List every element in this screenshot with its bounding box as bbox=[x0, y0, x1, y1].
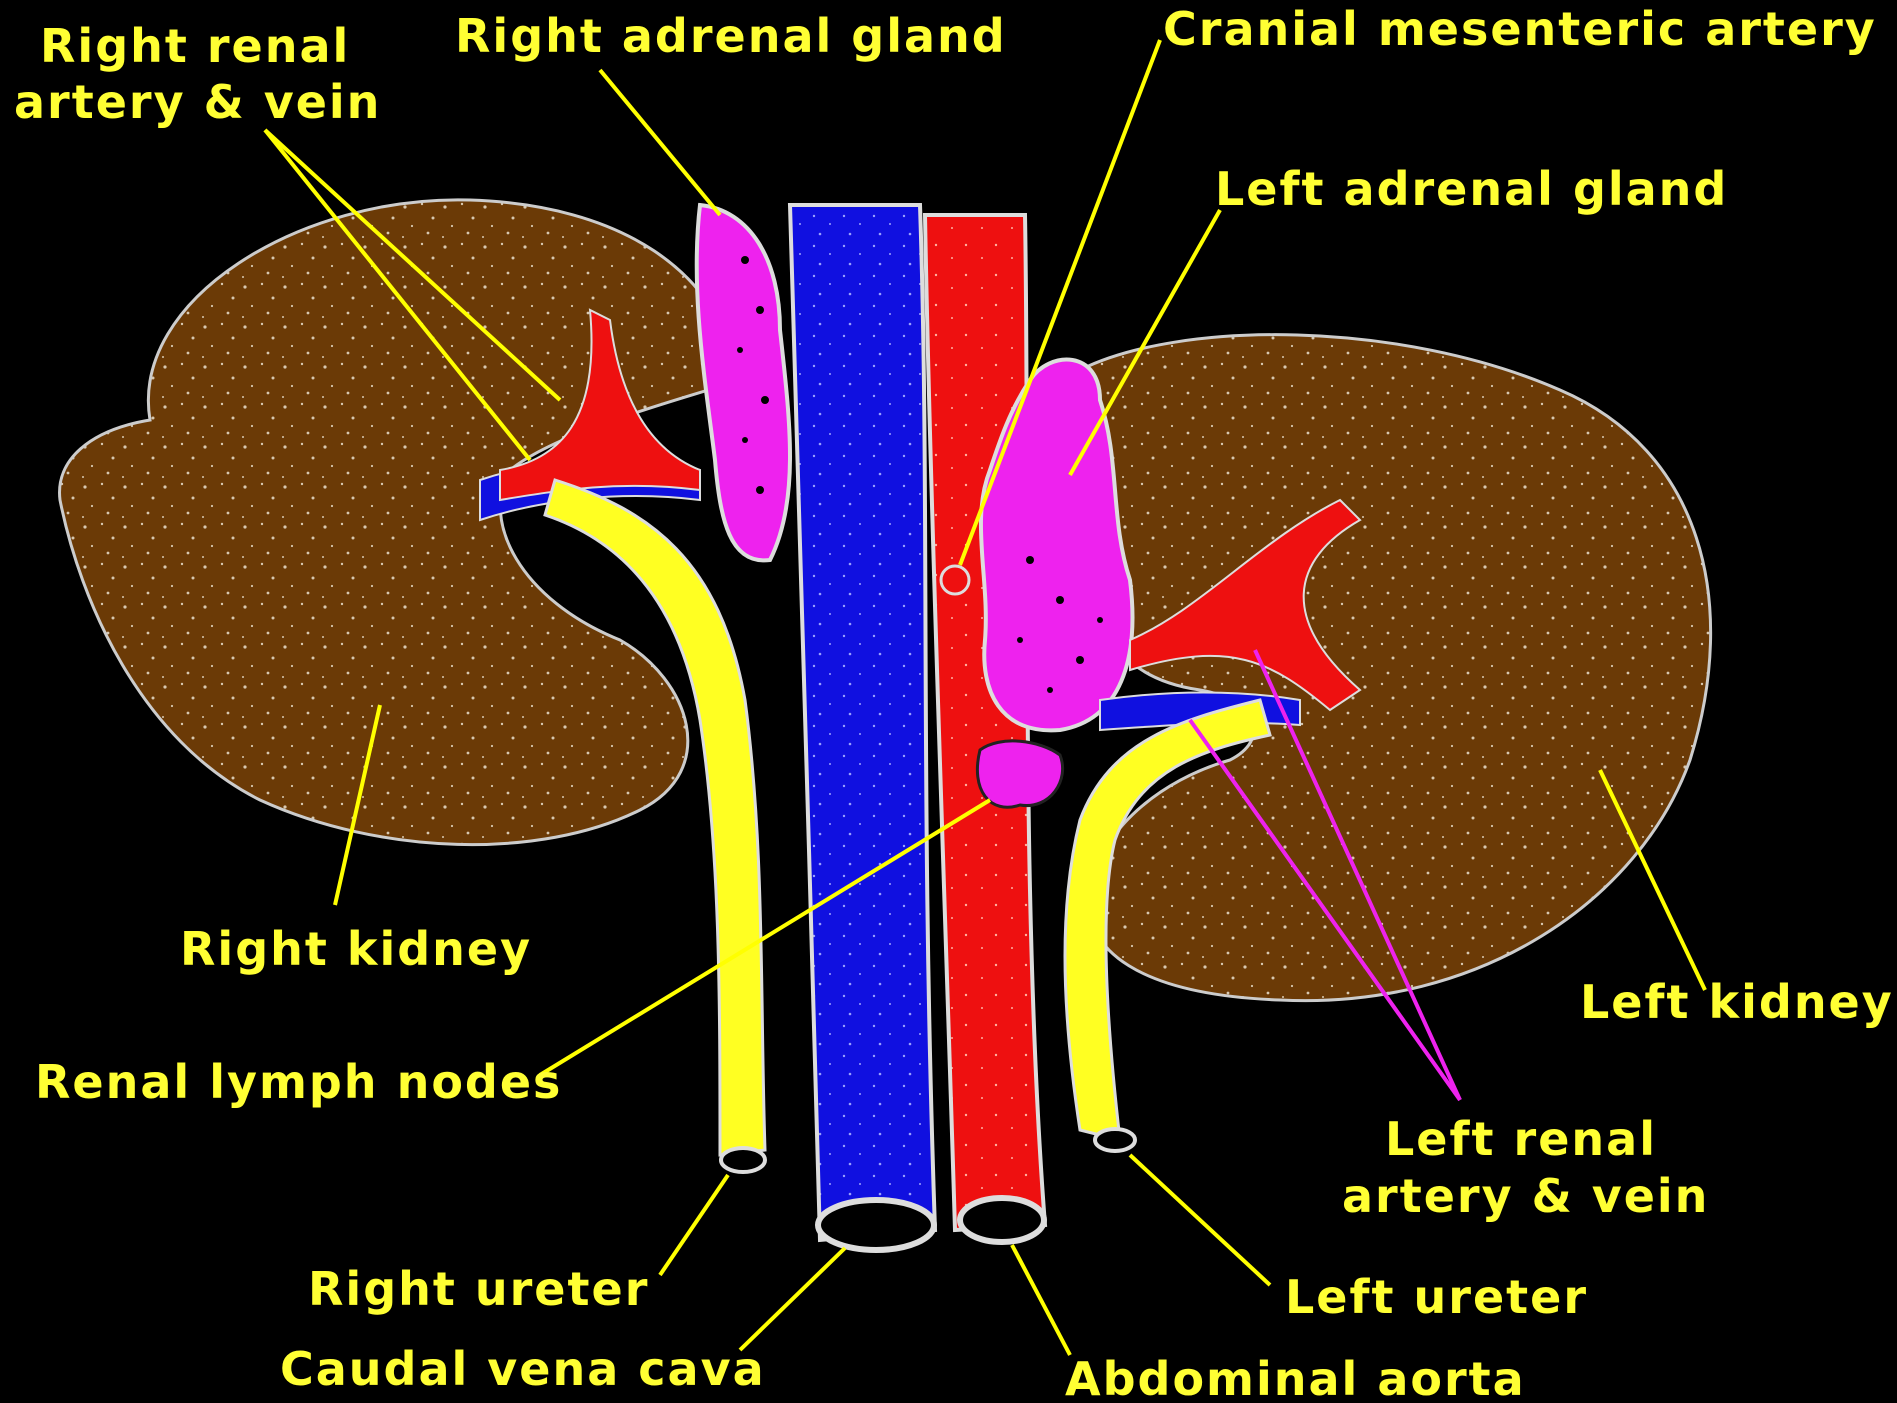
label-right-kidney: Right kidney bbox=[180, 922, 532, 976]
left-ureter-lumen bbox=[1095, 1129, 1135, 1151]
label-left-renal-av-line2: artery & vein bbox=[1342, 1169, 1709, 1223]
right-ureter-lumen bbox=[721, 1148, 765, 1172]
aorta-lumen bbox=[960, 1198, 1044, 1242]
pointer-abdominal-aorta bbox=[1012, 1245, 1070, 1355]
label-right-renal-av-line2: artery & vein bbox=[14, 75, 381, 129]
label-left-ureter: Left ureter bbox=[1285, 1270, 1588, 1324]
label-right-renal-av-line1: Right renal bbox=[40, 19, 350, 73]
label-right-ureter: Right ureter bbox=[308, 1262, 649, 1316]
left-kidney-shape bbox=[1070, 335, 1710, 1001]
vena-cava-lumen bbox=[818, 1200, 934, 1250]
caudal-vena-cava-vessel bbox=[790, 205, 935, 1240]
label-caudal-vena-cava: Caudal vena cava bbox=[280, 1342, 766, 1396]
label-renal-lymph-nodes: Renal lymph nodes bbox=[35, 1055, 562, 1109]
renal-lymph-nodes-shape bbox=[977, 741, 1062, 807]
label-abdominal-aorta: Abdominal aorta bbox=[1065, 1352, 1526, 1403]
pointer-caudal-vena-cava bbox=[740, 1248, 845, 1350]
label-cranial-mesenteric-artery: Cranial mesenteric artery bbox=[1163, 2, 1877, 56]
pointer-right-adrenal bbox=[600, 70, 720, 215]
label-right-adrenal-gland: Right adrenal gland bbox=[455, 9, 1007, 63]
cranial-mesenteric-artery-stub bbox=[941, 566, 969, 594]
pointer-left-ureter bbox=[1130, 1155, 1270, 1285]
label-left-kidney: Left kidney bbox=[1580, 975, 1894, 1029]
pointer-right-ureter bbox=[660, 1175, 728, 1275]
label-left-adrenal-gland: Left adrenal gland bbox=[1215, 162, 1728, 216]
label-left-renal-av-line1: Left renal bbox=[1385, 1112, 1657, 1166]
